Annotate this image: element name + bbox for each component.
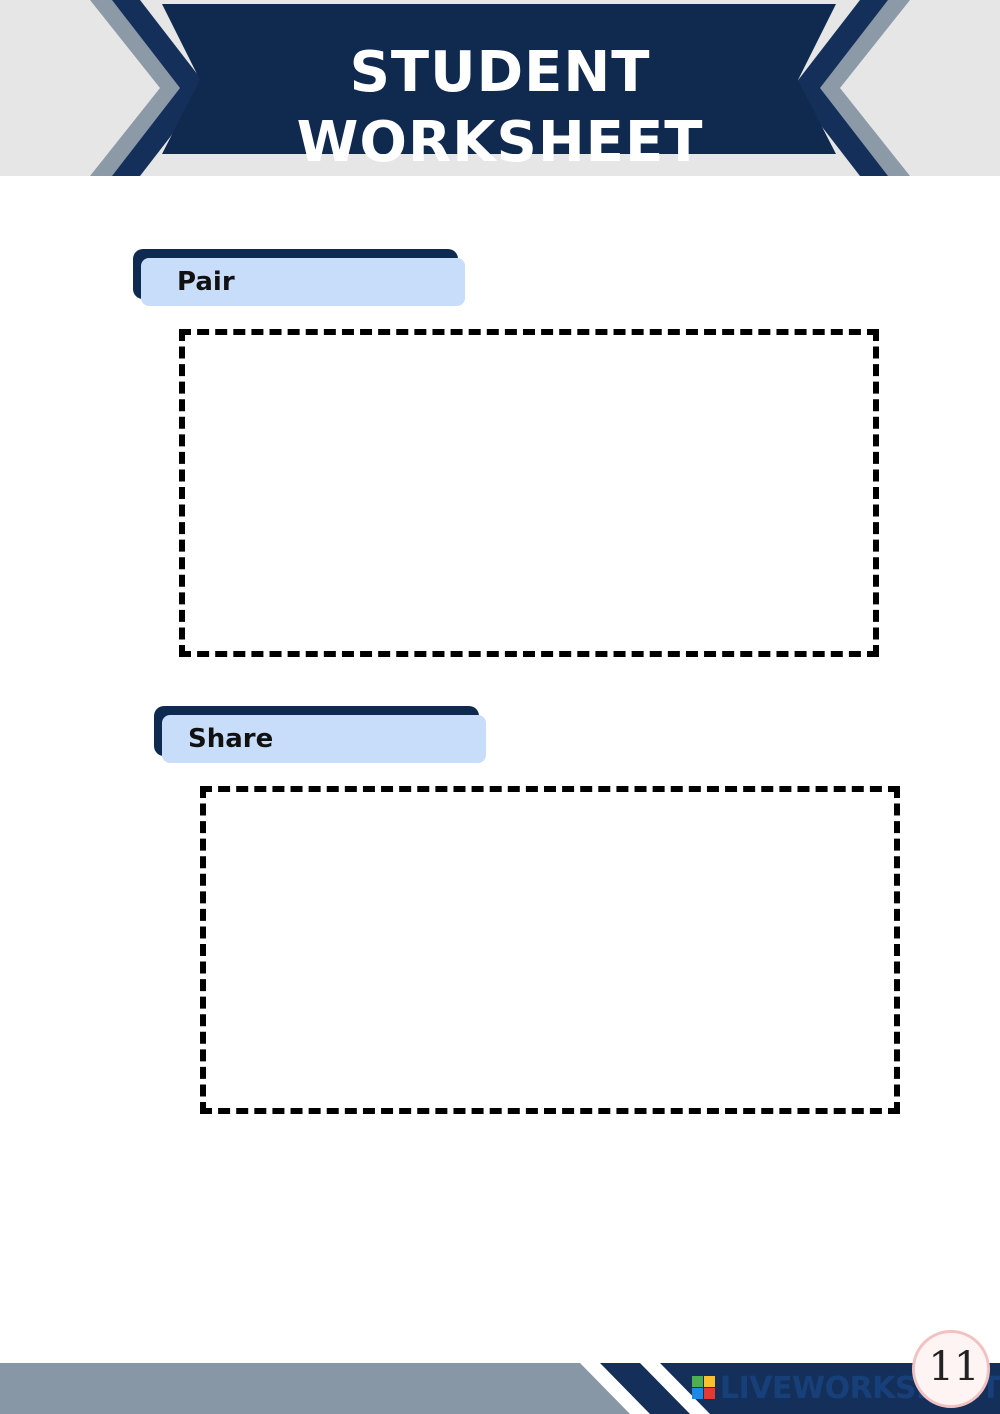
liveworksheets-logo-icon	[692, 1376, 715, 1399]
page-number-badge	[912, 1330, 990, 1408]
worksheet-title: STUDENT WORKSHEET	[296, 40, 704, 175]
footer-navy-stripe	[600, 1363, 690, 1414]
header-banner-shapes	[90, 0, 910, 176]
share-label: Share	[162, 715, 486, 763]
page-number: 11	[928, 1344, 980, 1390]
pair-label: Pair	[141, 258, 465, 306]
share-answer-box[interactable]	[200, 786, 900, 1114]
right-chevron-navy	[792, 0, 888, 176]
left-chevron-navy	[112, 0, 208, 176]
pair-answer-box[interactable]	[179, 329, 879, 657]
title-banner	[162, 4, 836, 154]
footer-gray-band	[0, 1363, 630, 1414]
